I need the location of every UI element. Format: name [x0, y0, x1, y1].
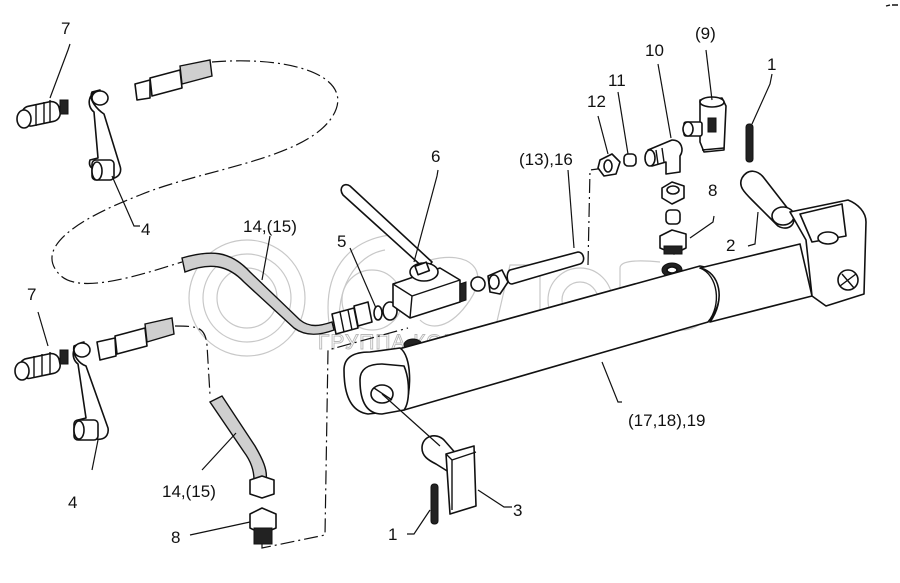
dust-cap-bottom: [72, 341, 109, 441]
hose-end-top: [134, 59, 213, 101]
dust-cap-top: [88, 89, 122, 181]
callout-17-18-19: (17,18),19: [628, 411, 706, 430]
valve-outlet-seal: [470, 276, 486, 292]
corner-mark: [885, 4, 898, 7]
pipe-routing-line: [587, 167, 606, 266]
callout-8-right: 8: [708, 181, 717, 200]
callout-labels: 7 4 7 4 14,(15) 5 6 (13),16 12 11 10 (9)…: [27, 19, 776, 547]
callout-1-bottom: 1: [388, 525, 397, 544]
callout-13-16: (13),16: [519, 150, 573, 169]
fitting-adapter-bottom: [249, 507, 277, 545]
callout-11: 11: [608, 71, 626, 90]
shut-off-valve: [340, 183, 467, 352]
hose-bottom: [208, 395, 275, 499]
callout-7-top: 7: [61, 19, 70, 38]
elbow-fitting-10: [644, 139, 683, 175]
sealing-ring: [373, 305, 383, 321]
callout-1-top: 1: [767, 55, 776, 74]
cutting-ring-11: [623, 153, 637, 167]
callout-12: 12: [587, 92, 606, 111]
callout-8-bottom: 8: [171, 528, 180, 547]
pipe: [506, 251, 585, 285]
callout-14-15-top: 14,(15): [243, 217, 297, 236]
quick-coupler-bottom: [14, 349, 69, 381]
callout-6: 6: [431, 147, 440, 166]
callout-9: (9): [695, 24, 716, 43]
callout-14-15-bottom: 14,(15): [162, 482, 216, 501]
hose-routing-line-lower: [174, 325, 211, 396]
callout-2: 2: [726, 236, 735, 255]
callout-3: 3: [513, 501, 522, 520]
retaining-plate: [445, 445, 477, 515]
spring-pin-bottom: [430, 483, 439, 525]
callout-7-bottom: 7: [27, 285, 36, 304]
callout-5: 5: [337, 232, 346, 251]
hydraulic-cylinder: [343, 199, 867, 415]
tee-fitting-9: [682, 96, 727, 153]
spring-pin-top: [745, 123, 754, 163]
fitting-routing-line: [261, 327, 409, 549]
hose-top: [181, 252, 373, 335]
union-nut-valve: [487, 269, 509, 295]
leader-lines: [37, 43, 773, 536]
quick-coupler-top: [16, 99, 69, 129]
fitting-stack-right: [659, 181, 687, 278]
union-nut-12: [597, 153, 621, 177]
hose-end-bottom: [96, 317, 175, 361]
callout-10: 10: [645, 41, 664, 60]
callout-4-top: 4: [141, 220, 150, 239]
hose-routing-line: [51, 60, 339, 285]
callout-4-bottom: 4: [68, 493, 77, 512]
pin-axis-line: [381, 393, 441, 447]
clevis-pin: [739, 170, 795, 229]
